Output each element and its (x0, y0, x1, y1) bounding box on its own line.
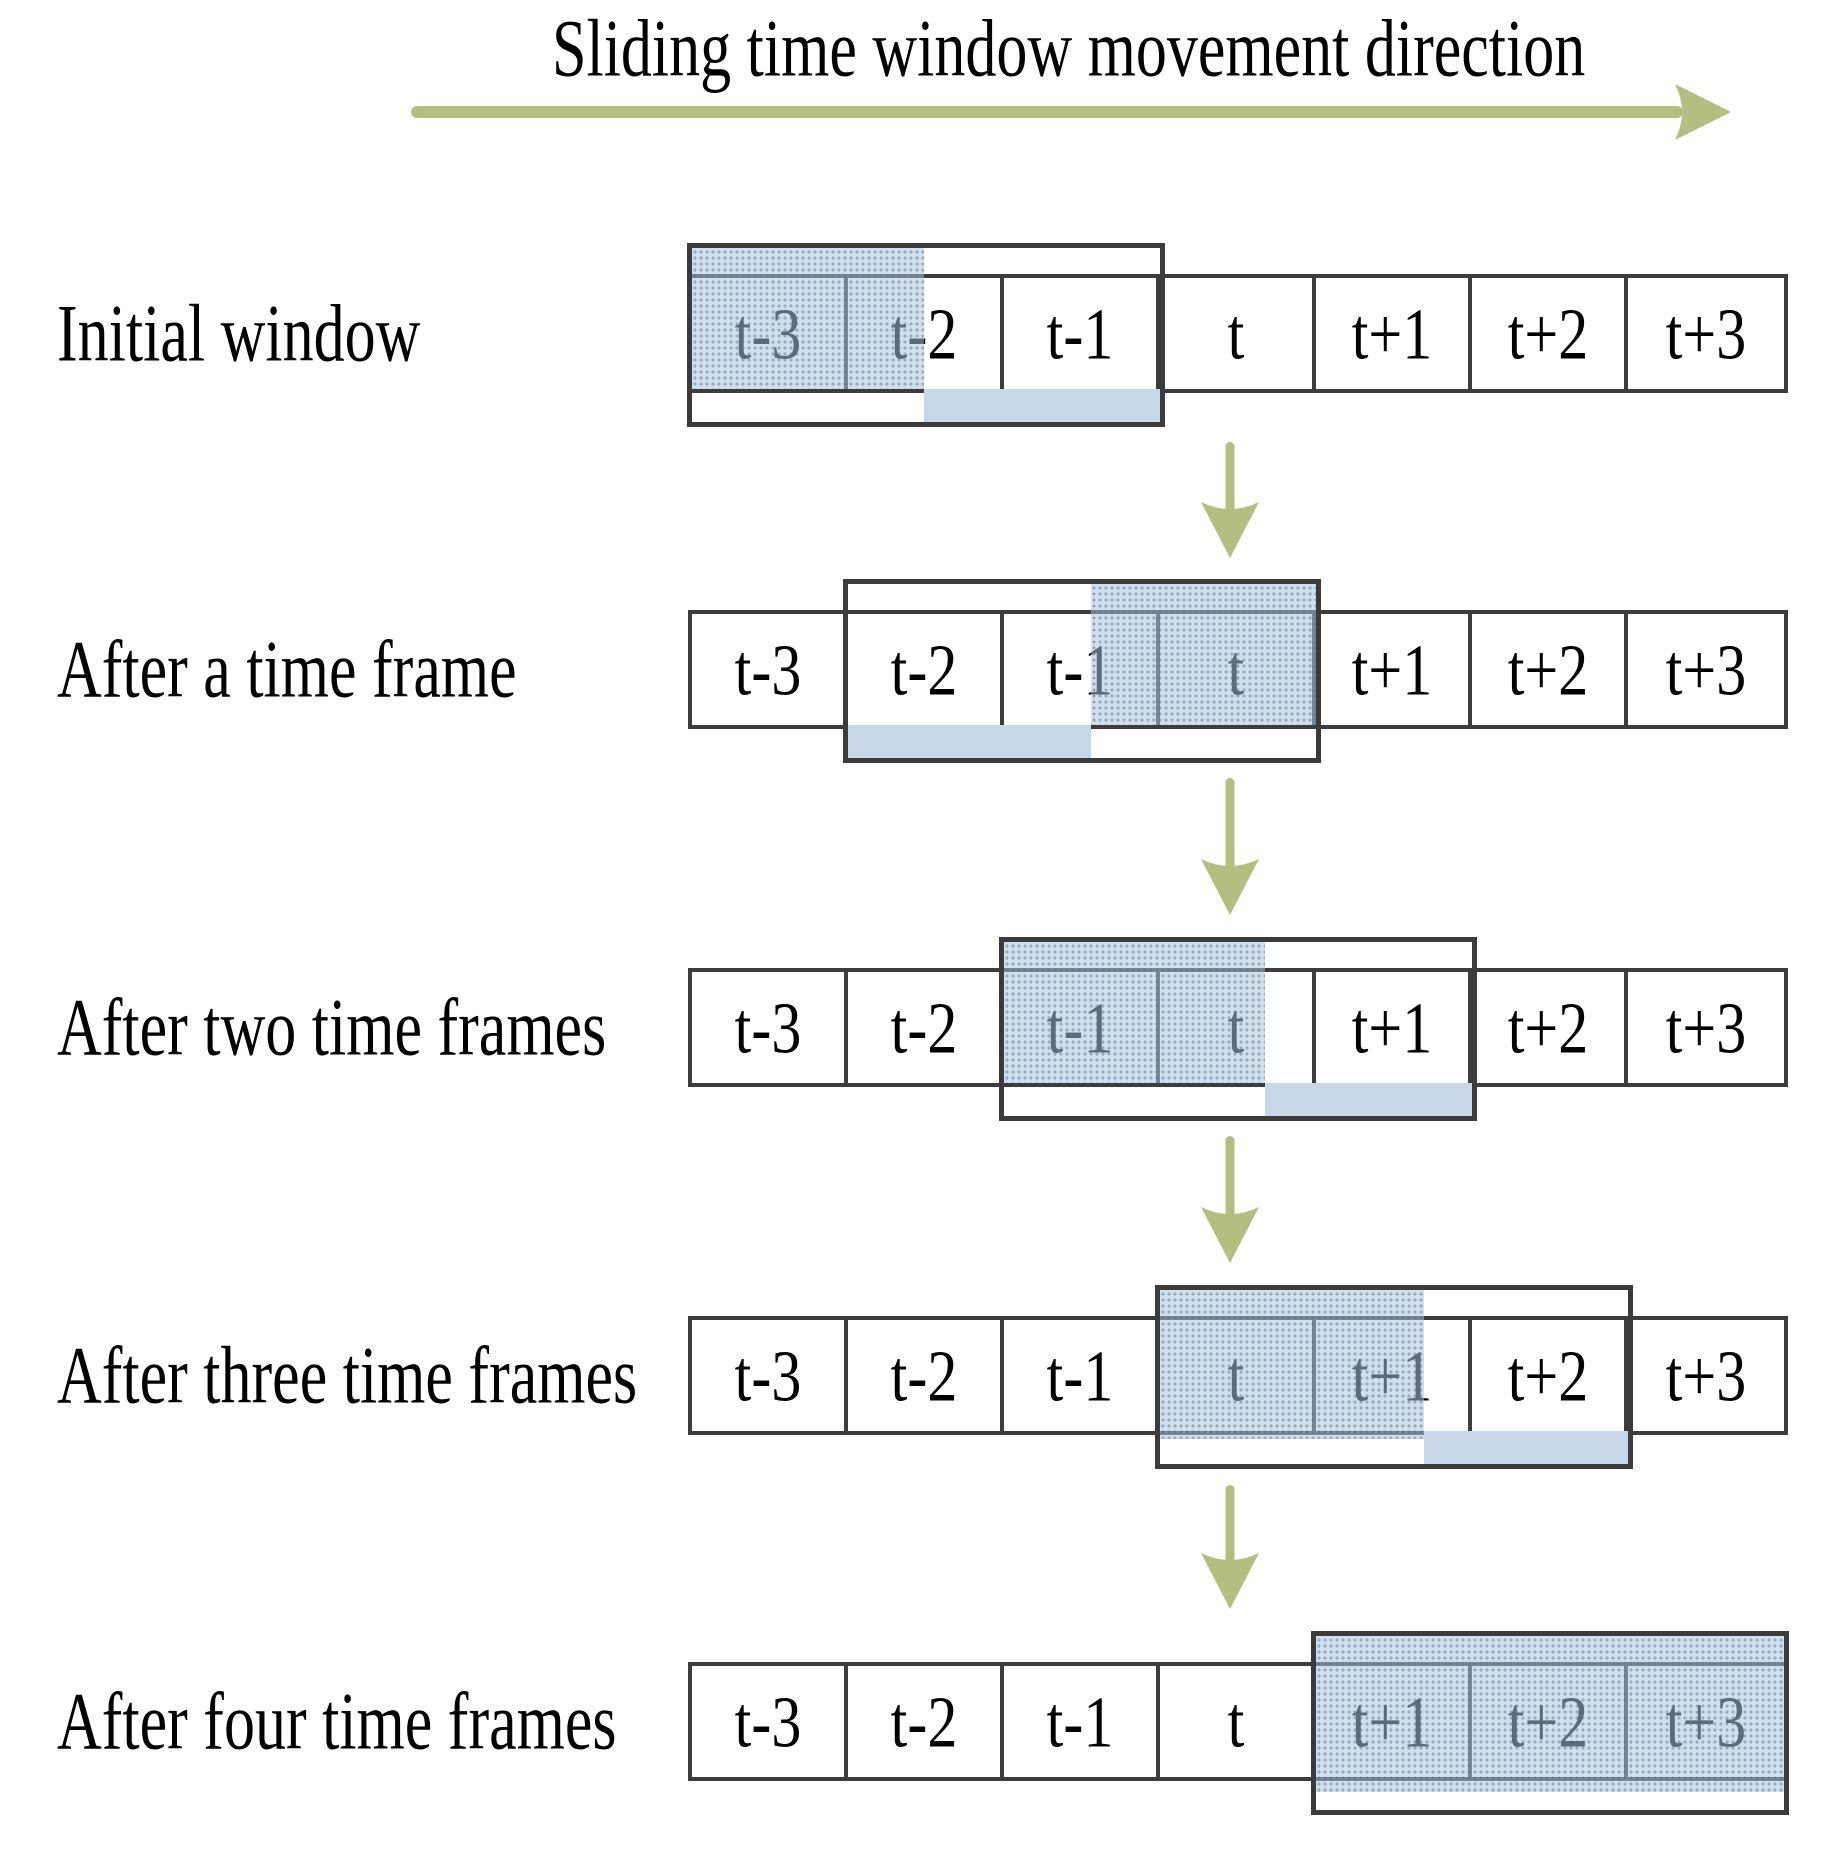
cell-label: t+2 (1507, 293, 1589, 374)
sliding-window-box (843, 579, 1321, 763)
sliding-window-box (687, 243, 1165, 427)
cell-label: t+1 (1351, 629, 1433, 710)
row-label: After four time frames (57, 1676, 617, 1767)
timeline-cell: t+3 (1628, 972, 1784, 1083)
timeline-cell: t+1 (1316, 972, 1472, 1083)
timeline-cell: t-3 (692, 1666, 848, 1777)
cell-label: t+3 (1665, 1335, 1747, 1416)
window-shaded-region (1316, 1631, 1784, 1792)
timeline-cell: t-2 (848, 614, 1004, 725)
cell-label: t-3 (734, 629, 802, 710)
row-label: Initial window (57, 288, 421, 379)
timeline-cell: t-2 (848, 1666, 1004, 1777)
sliding-window-box (1311, 1631, 1789, 1815)
cell-label: t+3 (1665, 293, 1747, 374)
window-slide-bar (924, 389, 1160, 422)
direction-arrow-icon (411, 84, 1731, 140)
window-shaded-region (1160, 1285, 1424, 1439)
cell-label: t-1 (1046, 1681, 1114, 1762)
diagram-title: Sliding time window movement direction (552, 4, 1586, 94)
cell-label: t-3 (734, 1681, 802, 1762)
cell-label: t+1 (1351, 987, 1433, 1068)
cell-label: t+3 (1665, 987, 1747, 1068)
timeline-cell: t+3 (1628, 614, 1784, 725)
window-slide-bar (1264, 1083, 1472, 1116)
cell-label: t-2 (890, 1681, 958, 1762)
cell-label: t+1 (1351, 293, 1433, 374)
cell-label: t+2 (1507, 1335, 1589, 1416)
timeline-cell: t (1160, 1666, 1316, 1777)
cell-label: t+2 (1507, 987, 1589, 1068)
timeline-cell: t-2 (848, 972, 1004, 1083)
cell-label: t-1 (1046, 293, 1114, 374)
window-slide-bar (848, 725, 1092, 758)
timeline-cell: t-1 (1004, 1320, 1160, 1431)
timeline-cell: t-3 (692, 1320, 848, 1431)
window-shaded-region (692, 243, 925, 389)
row-label: After three time frames (57, 1330, 638, 1421)
timeline-cell: t+3 (1628, 1320, 1784, 1431)
timeline-cell: t+2 (1472, 614, 1628, 725)
sliding-window-box (1155, 1285, 1633, 1469)
cell-label: t (1227, 1681, 1245, 1762)
cell-label: t-3 (734, 987, 802, 1068)
cell-label: t-2 (890, 629, 958, 710)
cell-label: t-1 (1046, 1335, 1114, 1416)
cell-label: t+2 (1507, 629, 1589, 710)
down-arrow-icon (1201, 442, 1259, 558)
window-slide-bar (1423, 1431, 1628, 1464)
timeline-cell: t+1 (1316, 614, 1472, 725)
timeline-cell: t-1 (1004, 1666, 1160, 1777)
timeline-cell: t+2 (1472, 278, 1628, 389)
row-label: After two time frames (57, 982, 607, 1073)
timeline-cell: t+2 (1472, 1320, 1628, 1431)
cell-label: t+3 (1665, 629, 1747, 710)
window-shaded-region (1004, 937, 1265, 1083)
timeline-cell: t+1 (1316, 278, 1472, 389)
timeline-cell: t+3 (1628, 278, 1784, 389)
timeline-cell: t-3 (692, 614, 848, 725)
window-shaded-region (1091, 579, 1316, 725)
cell-label: t-3 (734, 1335, 802, 1416)
down-arrow-icon (1201, 1136, 1259, 1263)
cell-label: t-2 (890, 1335, 958, 1416)
down-arrow-icon (1201, 1485, 1259, 1609)
timeline-cell: t-1 (1004, 278, 1160, 389)
timeline-cell: t+2 (1472, 972, 1628, 1083)
down-arrow-icon (1201, 778, 1259, 915)
row-label: After a time frame (57, 624, 517, 715)
cell-label: t-2 (890, 987, 958, 1068)
timeline-row: t-3t-2t-1tt+1t+2t+3 (688, 968, 1788, 1087)
sliding-window-box (999, 937, 1477, 1121)
timeline-cell: t-3 (692, 972, 848, 1083)
timeline-cell: t (1160, 278, 1316, 389)
cell-label: t (1227, 293, 1245, 374)
timeline-cell: t-2 (848, 1320, 1004, 1431)
